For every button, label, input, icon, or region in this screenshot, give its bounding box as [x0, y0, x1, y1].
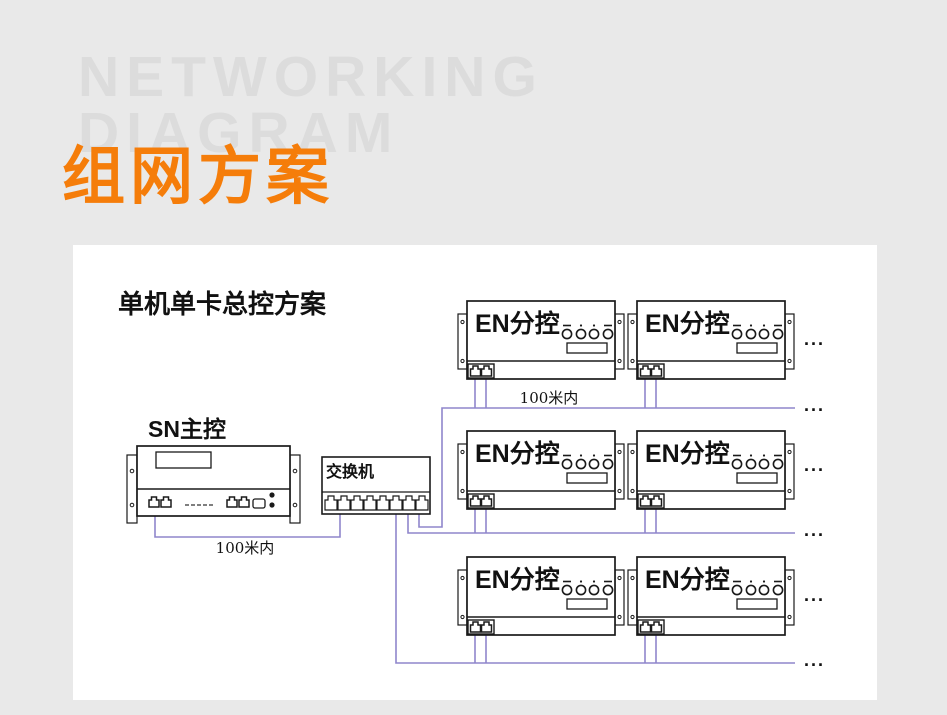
watermark-line-1: NETWORKING	[78, 45, 544, 109]
en-controller-row1-col1: EN分控	[458, 301, 624, 379]
ellipsis-row1-devices: ...	[804, 329, 825, 349]
ellipsis-row1-wire: ...	[804, 395, 825, 415]
en-label: EN分控	[645, 440, 730, 468]
display-window	[155, 451, 212, 469]
cat5-wires	[154, 379, 795, 664]
distance-label-sn-switch: 100米内	[216, 539, 275, 557]
scheme-subtitle: 单机单卡总控方案	[118, 289, 327, 319]
watermark-line-2: DIAGRAM	[78, 101, 400, 165]
switch-device: 交换机	[321, 456, 431, 515]
en-controller-row2-col1: EN分控	[458, 431, 624, 509]
page-title: 组网方案	[62, 142, 334, 212]
en-controller-row1-col2: EN分控	[628, 301, 794, 379]
diagram-panel: 单机单卡总控方案 SN主控 100米内 100米内	[73, 245, 877, 700]
en-label: EN分控	[475, 440, 560, 468]
en-label: EN分控	[475, 310, 560, 338]
sn-master-label: SN主控	[148, 416, 226, 442]
ellipsis-row3-devices: ...	[804, 585, 825, 605]
en-controller-row2-col2: EN分控	[628, 431, 794, 509]
en-label: EN分控	[645, 566, 730, 594]
sn-master-device	[126, 445, 301, 524]
ellipsis-row3-wire: ...	[804, 650, 825, 670]
usb-port	[252, 498, 266, 509]
en-controller-row3-col1: EN分控	[458, 557, 624, 635]
distance-label-en-chain: 100米内	[520, 389, 579, 407]
en-label: EN分控	[645, 310, 730, 338]
ellipsis-row2-wire: ...	[804, 520, 825, 540]
en-controller-row3-col2: EN分控	[628, 557, 794, 635]
ellipsis-row2-devices: ...	[804, 455, 825, 475]
en-label: EN分控	[475, 566, 560, 594]
network-diagram: 单机单卡总控方案 SN主控 100米内 100米内	[118, 289, 825, 670]
switch-label: 交换机	[326, 462, 374, 481]
